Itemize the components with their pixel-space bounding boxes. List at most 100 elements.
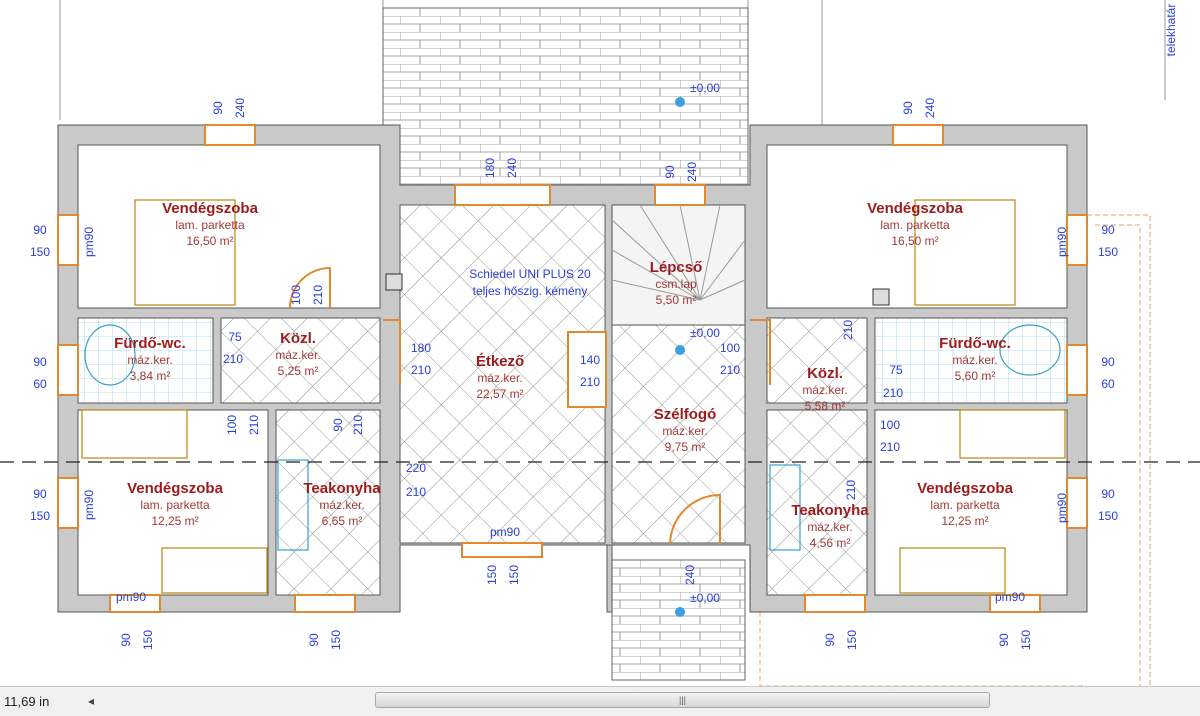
dimension-label: 140 <box>580 353 600 367</box>
dimension-label: 240 <box>233 98 247 118</box>
dimension-label: 150 <box>329 630 343 650</box>
level-marker-bottom: ±0,00 <box>690 591 720 605</box>
dimension-label: 240 <box>685 162 699 182</box>
room-floor: lam. parketta <box>880 218 950 232</box>
room-name: Közl. <box>280 330 316 347</box>
dimension-label: 75 <box>889 363 903 377</box>
stair-treads <box>611 204 746 301</box>
room-area: 16,50 m² <box>186 234 233 248</box>
dimension-label: 180 <box>483 158 497 178</box>
room-floor: máz.ker. <box>802 383 847 397</box>
dimension-label: 210 <box>351 415 365 435</box>
room-area: 3,84 m² <box>130 369 171 383</box>
dimension-label: 90 <box>33 487 47 501</box>
dimension-label: 90 <box>33 355 47 369</box>
room-area: 5,58 m² <box>805 399 846 413</box>
dimension-label: 210 <box>880 440 900 454</box>
dimension-label: 90 <box>211 101 225 115</box>
room-floor: máz.ker. <box>275 348 320 362</box>
dimension-label: 210 <box>411 363 431 377</box>
dimension-label: 150 <box>1019 630 1033 650</box>
dimension-label: 90 <box>1101 487 1115 501</box>
room-name: Lépcső <box>650 259 703 276</box>
dimension-label: 210 <box>580 375 600 389</box>
room-area: 12,25 m² <box>941 514 988 528</box>
terrace-top <box>382 7 749 186</box>
level-symbols <box>675 97 685 617</box>
room-floor: máz.ker. <box>477 371 522 385</box>
level-marker-top: ±0,00 <box>690 81 720 95</box>
room-area: 16,50 m² <box>891 234 938 248</box>
dimension-label: 90 <box>1101 223 1115 237</box>
dimension-label: 90 <box>997 633 1011 647</box>
dimension-label: pm90 <box>116 590 146 604</box>
dimension-label: 75 <box>228 330 242 344</box>
dimension-label: 100 <box>880 418 900 432</box>
dimension-label: 100 <box>720 341 740 355</box>
dimension-label: 210 <box>720 363 740 377</box>
dimension-label: pm90 <box>1055 493 1069 523</box>
level-marker-mid: ±0,00 <box>690 326 720 340</box>
dimension-label: 100 <box>289 285 303 305</box>
dimension-label: 180 <box>411 341 431 355</box>
room-floor: máz.ker. <box>662 424 707 438</box>
room-area: 5,25 m² <box>278 364 319 378</box>
room-name: Közl. <box>807 365 843 382</box>
status-bar: 11,69 in ◂ ||| <box>0 686 1200 716</box>
room-name: Vendégszoba <box>127 480 224 497</box>
dimension-label: pm90 <box>82 490 96 520</box>
dimension-label: 90 <box>823 633 837 647</box>
room-name: Vendégszoba <box>917 480 1014 497</box>
chimney-label-line2: teljes hőszig. kémény <box>473 284 588 298</box>
entrance-steps <box>611 559 746 681</box>
room-name: Teakonyha <box>791 502 869 519</box>
dimension-label: 240 <box>923 98 937 118</box>
dimension-label: 240 <box>505 158 519 178</box>
dimension-label: 90 <box>1101 355 1115 369</box>
dimension-label: 150 <box>507 565 521 585</box>
dimension-label: pm90 <box>490 525 520 539</box>
property-line-label: telekhatár <box>1164 4 1178 57</box>
room-floor: csm.lap <box>655 277 697 291</box>
scrollbar-thumb[interactable]: ||| <box>375 692 990 708</box>
room-area: 22,57 m² <box>476 387 523 401</box>
room-area: 9,75 m² <box>665 440 706 454</box>
chimney-right <box>872 288 890 306</box>
dimension-label: 150 <box>30 509 50 523</box>
dimension-label: 150 <box>30 245 50 259</box>
room-name: Fürdő-wc. <box>939 335 1011 352</box>
dimension-label: pm90 <box>82 227 96 257</box>
room-name: Teakonyha <box>303 480 381 497</box>
room-floor: máz.ker. <box>952 353 997 367</box>
dimension-label: 210 <box>883 386 903 400</box>
horizontal-scrollbar[interactable]: ||| <box>100 692 1190 708</box>
room-floor: máz.ker. <box>807 520 852 534</box>
dimension-label: pm90 <box>995 590 1025 604</box>
chimney-left <box>385 273 403 291</box>
dimension-label: 90 <box>307 633 321 647</box>
room-floor: lam. parketta <box>175 218 245 232</box>
dimension-label: 90 <box>119 633 133 647</box>
dimension-label: 210 <box>406 485 426 499</box>
room-name: Vendégszoba <box>867 200 964 217</box>
dimension-label: 60 <box>1101 377 1115 391</box>
room-floor: lam. parketta <box>140 498 210 512</box>
scale-readout: 11,69 in <box>4 694 50 709</box>
room-floor: lam. parketta <box>930 498 1000 512</box>
dimension-label: 150 <box>1098 509 1118 523</box>
dimension-label: 90 <box>33 223 47 237</box>
room-name: Szélfogó <box>654 406 717 423</box>
dimension-label: 90 <box>331 418 345 432</box>
room-floor: máz.ker. <box>319 498 364 512</box>
room-name: Vendégszoba <box>162 200 259 217</box>
room-name: Fürdő-wc. <box>114 335 186 352</box>
furniture <box>81 199 1066 594</box>
dimension-label: 210 <box>841 320 855 340</box>
scroll-left-arrow[interactable]: ◂ <box>88 694 95 708</box>
dimension-label: 210 <box>223 352 243 366</box>
dimension-label: 210 <box>311 285 325 305</box>
room-floor: máz.ker. <box>127 353 172 367</box>
openings <box>57 124 1088 613</box>
site-lines <box>59 0 1166 686</box>
